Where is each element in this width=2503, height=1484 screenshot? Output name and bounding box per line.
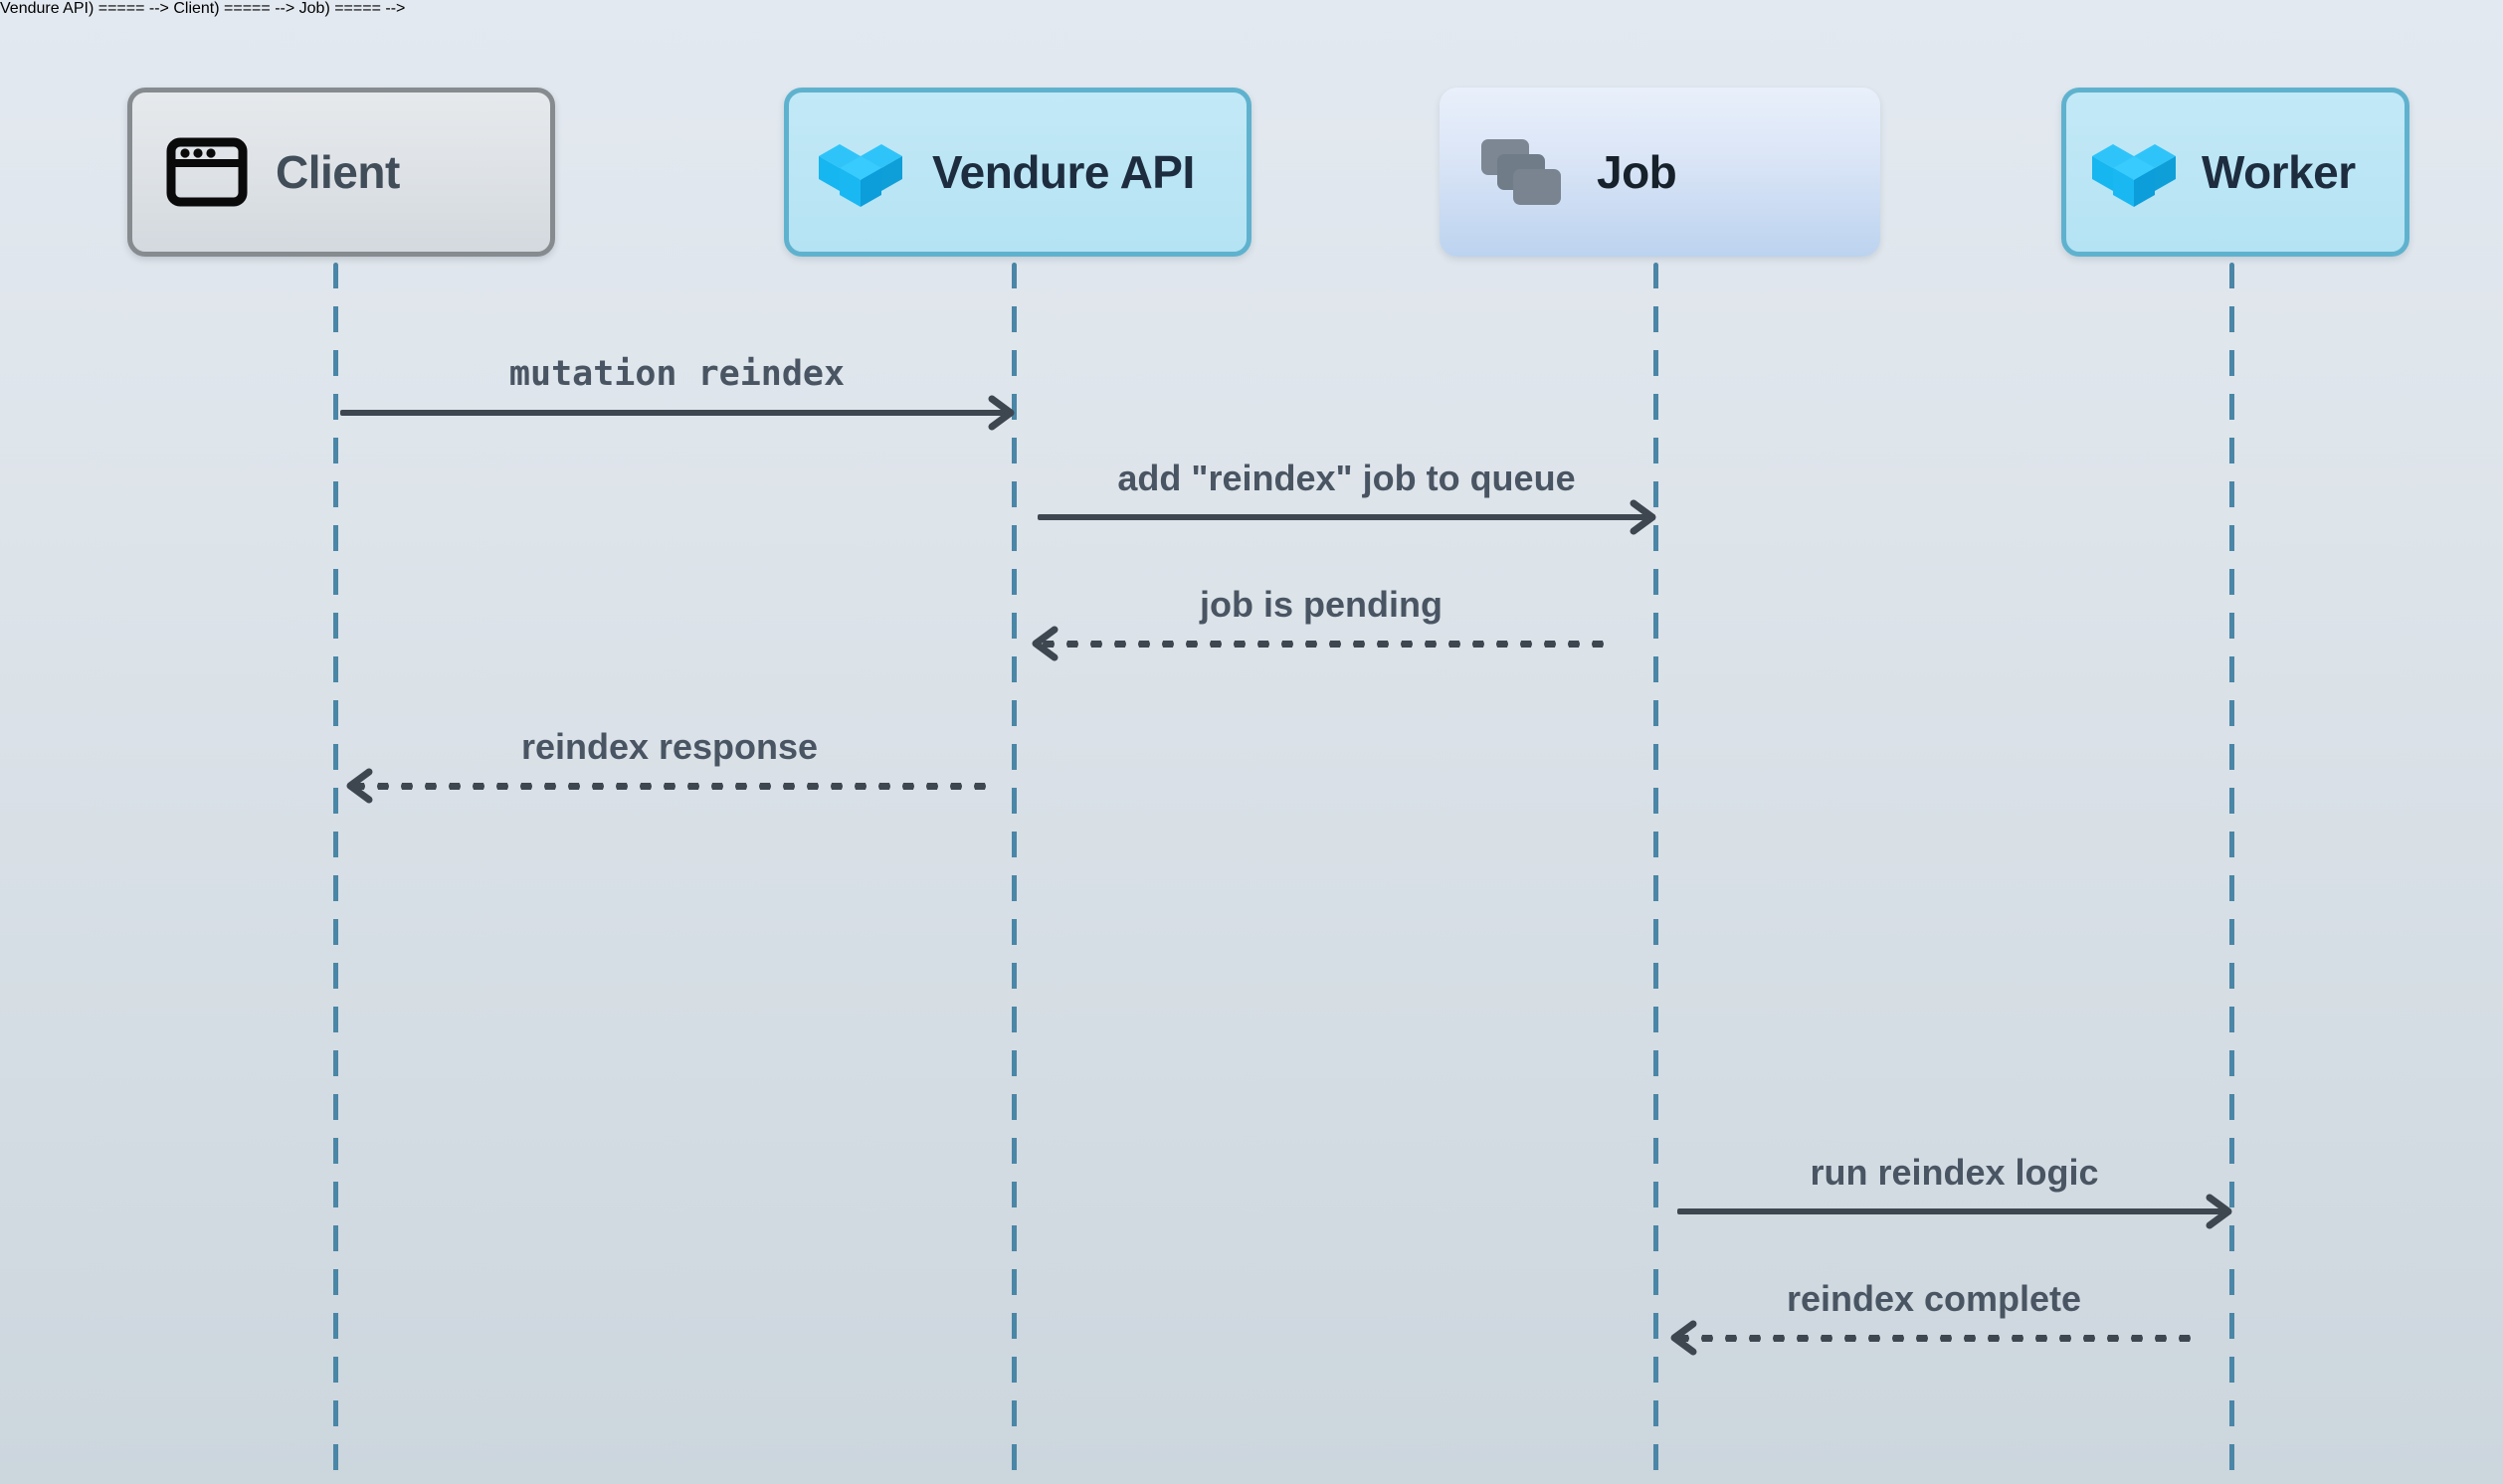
message-line-dotted — [1033, 641, 1610, 648]
arrowhead-left-icon — [1667, 1320, 1701, 1356]
browser-window-icon — [166, 137, 248, 207]
message-line-dotted — [347, 783, 992, 790]
actor-box-job[interactable]: Job — [1440, 88, 1880, 257]
arrowhead-right-icon — [984, 395, 1018, 431]
message-label: job is pending — [1200, 584, 1443, 625]
lifeline-job — [1653, 263, 1658, 1484]
lifeline-worker — [2229, 263, 2234, 1484]
vendure-cubes-logo-icon — [2088, 131, 2180, 213]
arrowhead-left-icon — [343, 768, 377, 804]
message-label: reindex response — [520, 726, 819, 767]
arrowhead-left-icon — [1029, 626, 1062, 661]
message-line-dotted — [1671, 1335, 2197, 1342]
vendure-cubes-logo-icon — [815, 131, 906, 213]
actor-label-vendure-api: Vendure API — [932, 146, 1195, 198]
stacked-cards-icon — [1477, 133, 1569, 211]
lifeline-vendure-api — [1012, 263, 1017, 1484]
message-label: add "reindex" job to queue — [1117, 458, 1576, 498]
actor-box-vendure-api[interactable]: Vendure API — [784, 88, 1252, 257]
actor-label-job: Job — [1597, 146, 1677, 198]
actor-label-client: Client — [276, 146, 400, 198]
actor-label-worker: Worker — [2202, 146, 2356, 198]
message-label: run reindex logic — [1810, 1152, 2099, 1193]
message-label: reindex complete — [1786, 1278, 2082, 1319]
lifeline-client — [333, 263, 338, 1484]
message-line-solid — [340, 410, 1014, 416]
message-line-solid — [1677, 1208, 2231, 1214]
actor-box-worker[interactable]: Worker — [2061, 88, 2409, 257]
actor-box-client[interactable]: Client — [127, 88, 555, 257]
arrowhead-right-icon — [1626, 499, 1659, 535]
message-line-solid — [1038, 514, 1655, 520]
message-label: mutation reindex — [508, 354, 846, 394]
arrowhead-right-icon — [2202, 1194, 2235, 1229]
